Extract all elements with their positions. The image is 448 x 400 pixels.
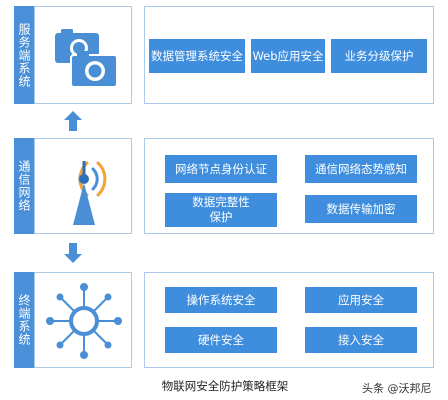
- watermark: 头条 @沃邦尼: [362, 382, 432, 395]
- server-tier-tab: 服务端系统: [14, 6, 34, 104]
- module-business-protection: 业务分级保护: [331, 39, 427, 73]
- comm-icon-panel: [34, 138, 132, 234]
- terminal-icon-panel: [34, 272, 132, 368]
- antenna-tower-icon: [73, 161, 107, 225]
- module-app-security: 应用安全: [305, 287, 417, 313]
- module-situation-awareness: 通信网络态势感知: [305, 155, 417, 183]
- module-data-integrity: 数据完整性 保护: [165, 193, 277, 227]
- diagram-caption: 物联网安全防护策略框架: [161, 379, 289, 393]
- camera-icon: [55, 29, 118, 88]
- terminal-tier-tab: 终端系统: [14, 272, 34, 368]
- server-icon-panel: [34, 6, 132, 104]
- terminal-modules-panel: 操作系统安全 应用安全 硬件安全 接入安全: [144, 272, 434, 368]
- module-os-security: 操作系统安全: [165, 287, 277, 313]
- module-web-security: Web应用安全: [251, 39, 325, 73]
- comm-modules-panel: 网络节点身份认证 通信网络态势感知 数据完整性 保护 数据传输加密: [144, 138, 434, 234]
- hub-network-icon: [46, 283, 122, 359]
- module-transmission-encryption: 数据传输加密: [305, 195, 417, 223]
- module-access-security: 接入安全: [305, 327, 417, 353]
- module-node-auth: 网络节点身份认证: [165, 155, 277, 183]
- module-hardware-security: 硬件安全: [165, 327, 277, 353]
- module-db-security: 数据管理系统安全: [149, 39, 245, 73]
- comm-tier-tab: 通信网络: [14, 138, 34, 234]
- arrow-down-icon: [64, 243, 82, 263]
- server-modules-panel: 数据管理系统安全 Web应用安全 业务分级保护: [144, 6, 434, 104]
- arrow-up-icon: [64, 111, 82, 131]
